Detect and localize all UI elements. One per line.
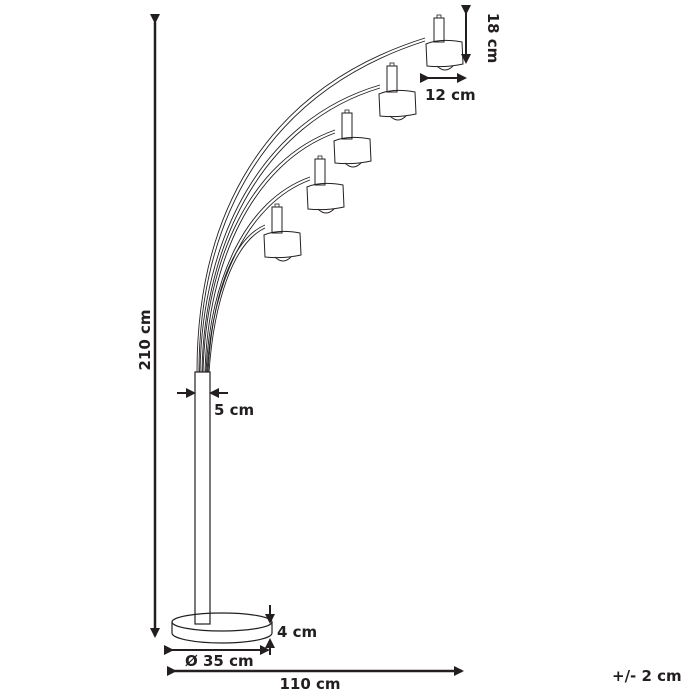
lamp-base: [171, 612, 273, 644]
lamp-head-5: [263, 203, 302, 262]
lamp-head-3: [333, 109, 372, 168]
base-height-label: 4 cm: [277, 623, 317, 641]
pole-diameter-label: 5 cm: [214, 401, 254, 419]
base-diameter-label: Ø 35 cm: [185, 652, 254, 670]
shade-width-label: 12 cm: [425, 86, 476, 104]
lamp-pole: [194, 371, 211, 625]
total-width-label: 110 cm: [279, 675, 340, 693]
lamp-head-1: [425, 14, 464, 71]
lamp-arms: [196, 37, 426, 373]
lamp-head-4: [306, 155, 345, 214]
tolerance-label: +/- 2 cm: [612, 667, 682, 685]
lamp-head-2: [378, 62, 417, 121]
shade-height-label: 18 cm: [484, 13, 502, 64]
total-height-label: 210 cm: [136, 309, 154, 370]
